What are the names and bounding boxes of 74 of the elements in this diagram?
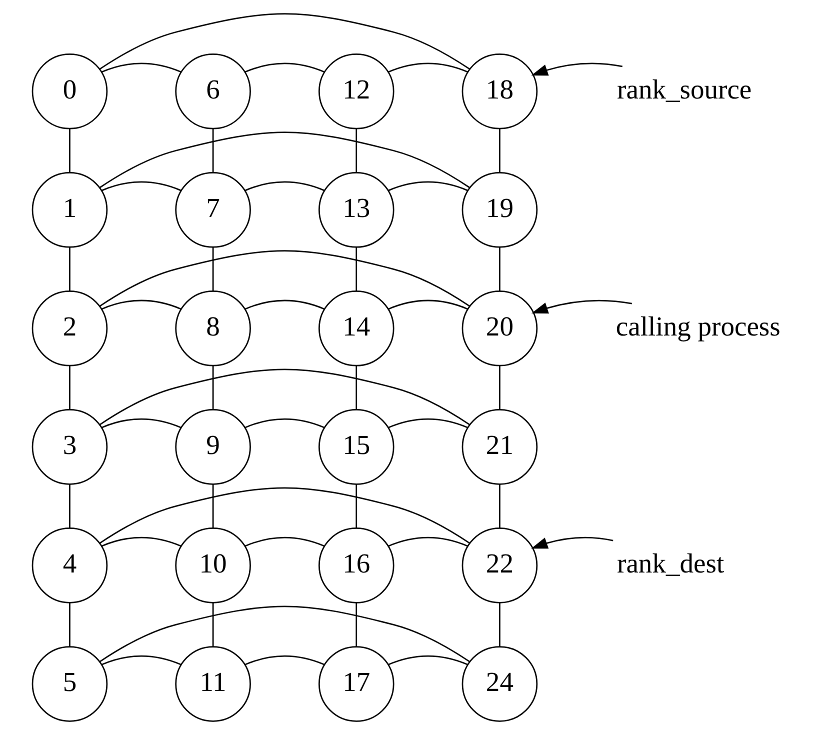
connector [212, 247, 214, 292]
node-circle: 17 [318, 646, 394, 722]
node-circle: 12 [318, 53, 394, 130]
connector [100, 300, 181, 310]
node-text: rank_source [616, 73, 752, 104]
node-circle: 16 [318, 528, 394, 604]
connector [99, 132, 470, 188]
node-circle: 1 [31, 172, 108, 248]
node-circle: 22 [461, 528, 538, 604]
node-circle: 3 [31, 409, 108, 485]
node-circle: 0 [31, 53, 108, 130]
node-circle: 9 [174, 409, 250, 485]
connector [68, 128, 70, 173]
connector [212, 602, 214, 647]
node-circle: 14 [318, 290, 394, 366]
connector [355, 128, 357, 173]
connector [68, 484, 70, 528]
connector [498, 128, 500, 173]
connector [244, 536, 324, 547]
connector [498, 602, 500, 647]
node-circle: 13 [318, 172, 394, 248]
node-circle: 24 [461, 646, 538, 722]
node-circle: 7 [174, 172, 250, 248]
connector [355, 366, 357, 410]
connector [99, 368, 470, 426]
node-circle: 15 [318, 409, 394, 485]
connector [212, 366, 214, 410]
connector [68, 247, 70, 292]
node-circle: 10 [174, 528, 250, 604]
arrow [530, 300, 632, 314]
node-text: rank_dest [616, 547, 724, 578]
connector [100, 536, 181, 547]
node-text: calling process [615, 310, 780, 342]
connector [355, 247, 357, 292]
connector [388, 62, 468, 73]
node-circle: 5 [31, 646, 108, 722]
connector [99, 13, 470, 70]
connector [388, 536, 468, 547]
node-circle: 4 [31, 528, 108, 604]
connector [244, 300, 324, 310]
connector [99, 250, 470, 307]
connector [498, 366, 500, 410]
connector [388, 181, 468, 192]
node-circle: 11 [174, 646, 250, 722]
connector [244, 62, 324, 73]
connector [99, 487, 470, 544]
connector [100, 418, 181, 428]
connector [212, 484, 214, 528]
connector [388, 300, 468, 310]
connector [244, 181, 324, 192]
node-circle: 21 [461, 409, 538, 485]
connector [244, 418, 324, 428]
node-circle: 20 [461, 290, 538, 366]
arrow [530, 62, 622, 76]
connector [68, 602, 70, 647]
node-circle: 2 [31, 290, 108, 366]
connector [68, 366, 70, 410]
connector [244, 655, 324, 666]
connector [99, 606, 470, 662]
connector [100, 62, 181, 73]
connector [498, 484, 500, 528]
node-circle: 19 [461, 172, 538, 248]
node-circle: 18 [461, 53, 538, 130]
node-circle: 8 [174, 290, 250, 366]
connector [498, 247, 500, 292]
connector [355, 484, 357, 528]
connector [212, 128, 214, 173]
connector [355, 602, 357, 647]
arrow [530, 536, 613, 549]
node-circle: 6 [174, 53, 250, 130]
connector [388, 655, 468, 666]
connector [100, 655, 181, 666]
connector [388, 418, 468, 428]
connector [100, 181, 181, 192]
